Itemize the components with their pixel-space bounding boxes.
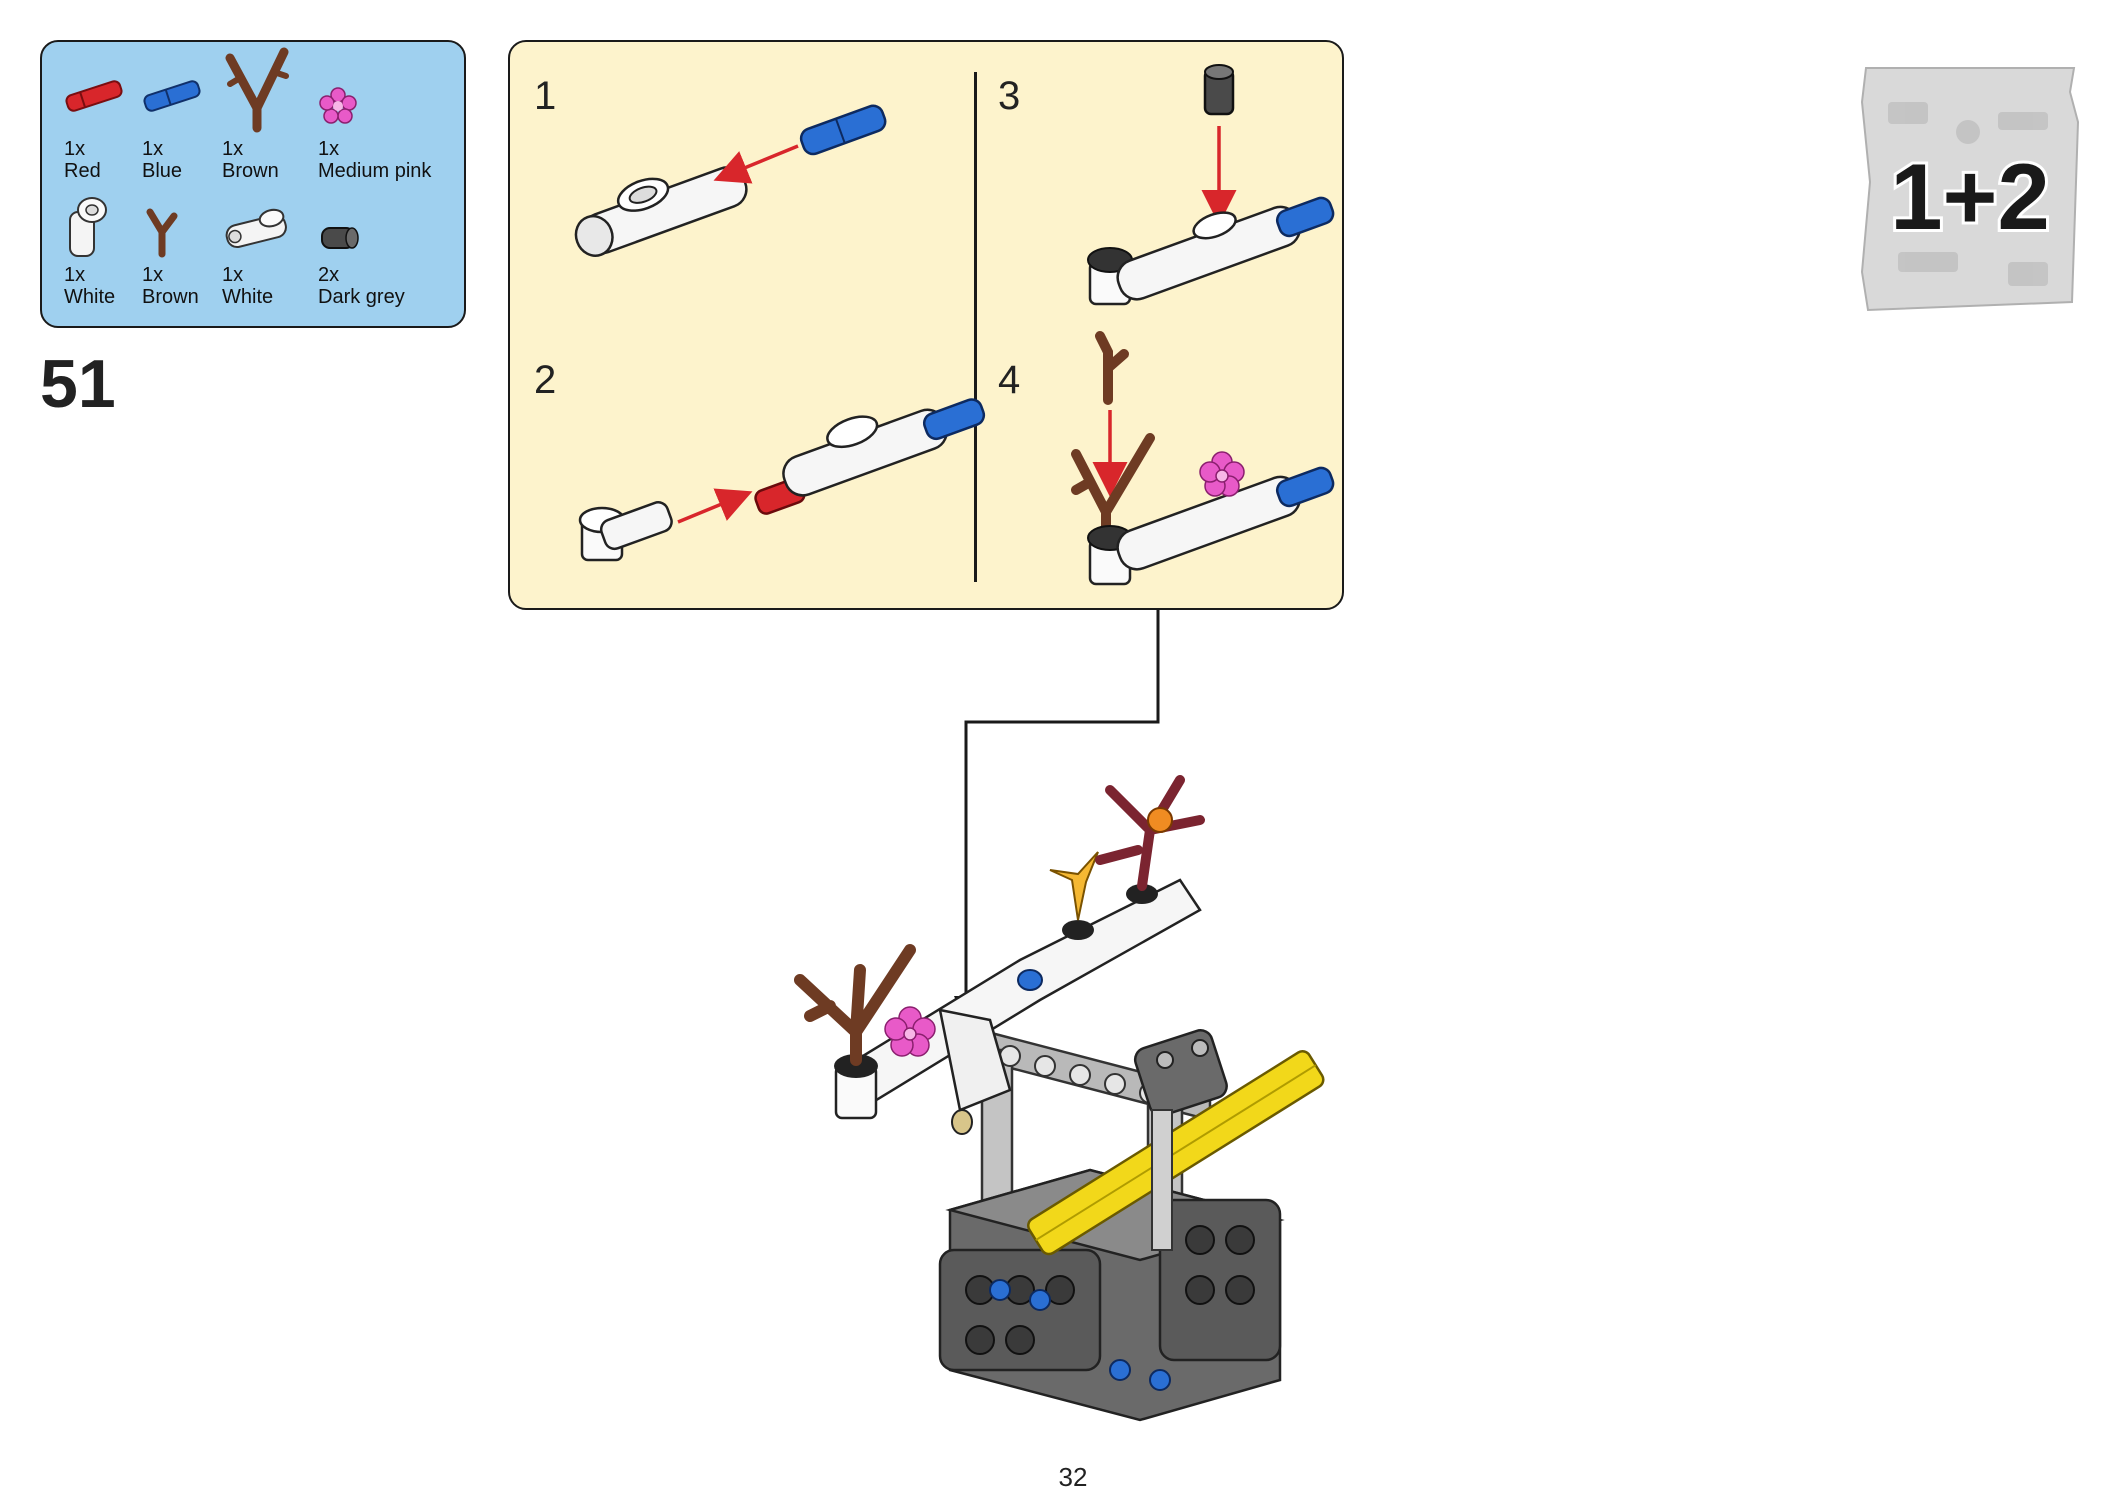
main-model-illustration: [794, 775, 1325, 1422]
step-number: 51: [40, 346, 116, 422]
sub-step-number: 2: [534, 358, 557, 402]
blue-axle-pin-icon: [143, 80, 201, 112]
white-branch-arm: [834, 878, 1202, 1135]
bag-icon: [1860, 67, 2080, 312]
bag-label: 1+2: [1887, 144, 2052, 249]
step3-illustration: [1087, 64, 1335, 306]
white-angle-connector-icon: [69, 197, 107, 257]
step2-illustration: [578, 398, 986, 562]
page-number: 32: [1058, 1462, 1088, 1492]
sub-step-number: 1: [534, 74, 557, 118]
red-axle-pin-icon: [65, 80, 123, 112]
sub-step-divider: [974, 72, 977, 582]
white-pin-connector-icon: [225, 208, 287, 249]
brown-small-branch-icon: [146, 208, 178, 258]
pink-flower-icon: [319, 87, 357, 124]
sub-step-number: 3: [998, 74, 1021, 118]
step1-illustration: [574, 104, 887, 257]
step4-illustration: [1071, 331, 1335, 586]
sub-assembly-illustrations: [574, 64, 1335, 586]
sub-assembly-panel: 1 2 3 4: [508, 40, 1344, 610]
brown-branch-icon: [225, 47, 289, 133]
sub-step-number: 4: [998, 358, 1021, 402]
parts-bag-indicator: 1+2: [1858, 62, 2082, 318]
yellow-axle: [1027, 1050, 1325, 1256]
dark-grey-base: [938, 1029, 1285, 1422]
dark-grey-bush-icon: [321, 227, 359, 249]
